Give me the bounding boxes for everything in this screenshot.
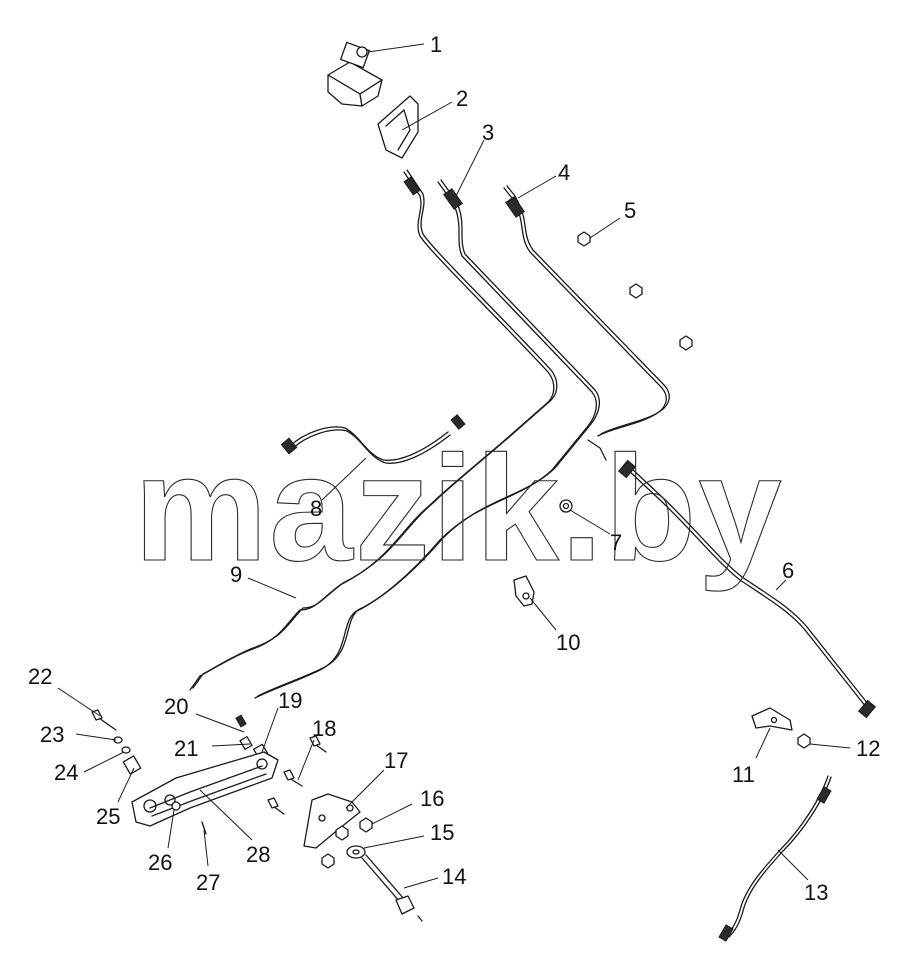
part-12-bolt [797, 733, 811, 749]
part-21-fitting [239, 736, 253, 750]
part-7-fitting [559, 499, 573, 513]
callout-21: 21 [174, 736, 198, 761]
callout-16: 16 [420, 786, 444, 811]
part-13-hose [718, 775, 832, 942]
callout-12: 12 [856, 736, 880, 761]
part-16-nut [359, 817, 373, 833]
part-2-bracket [377, 95, 419, 159]
watermark: mazik.by [134, 424, 784, 592]
callout-27: 27 [196, 870, 220, 895]
callout-17: 17 [384, 748, 408, 773]
part-8-hose [280, 414, 466, 464]
callout-23: 23 [40, 722, 64, 747]
callout-13: 13 [804, 880, 828, 905]
callout-5: 5 [624, 198, 636, 223]
callout-1: 1 [430, 32, 442, 57]
callout-numbers: 1 2 3 4 5 6 7 8 9 10 11 12 13 14 15 16 1… [28, 32, 880, 905]
callout-4: 4 [558, 160, 570, 185]
callout-19: 19 [278, 688, 302, 713]
part-10-clip [513, 575, 535, 607]
callout-26: 26 [148, 850, 172, 875]
callout-9: 9 [230, 562, 242, 587]
part-20-tube-end [235, 714, 247, 728]
part-11-bracket [751, 707, 793, 731]
callout-7: 7 [610, 530, 622, 555]
part-3-brake-pipe [254, 179, 601, 699]
leader-lines [57, 43, 851, 889]
callout-18: 18 [312, 716, 336, 741]
part-6-brake-pipe [617, 459, 877, 719]
callout-20: 20 [164, 694, 188, 719]
part-5-nuts [577, 231, 693, 351]
part-28-master-cylinder [131, 751, 279, 827]
part-1-reservoir [327, 41, 383, 107]
part-27-pin [201, 821, 207, 835]
callout-6: 6 [782, 558, 794, 583]
callout-3: 3 [482, 120, 494, 145]
callout-25: 25 [96, 804, 120, 829]
part-15-washer [346, 845, 366, 859]
part-25-sleeve [122, 755, 142, 775]
part-24-washer [121, 746, 131, 754]
callout-10: 10 [556, 630, 580, 655]
part-18-bolts [267, 735, 327, 815]
callout-11: 11 [732, 762, 755, 787]
callout-15: 15 [430, 820, 454, 845]
brake-pipe-left [189, 169, 558, 691]
callout-28: 28 [246, 842, 270, 867]
part-4-brake-pipe [503, 185, 670, 461]
callout-2: 2 [456, 86, 468, 111]
part-14-bolt [361, 854, 423, 922]
callout-24: 24 [54, 760, 78, 785]
callout-14: 14 [442, 864, 466, 889]
callout-22: 22 [28, 664, 52, 689]
callout-8: 8 [310, 496, 322, 521]
